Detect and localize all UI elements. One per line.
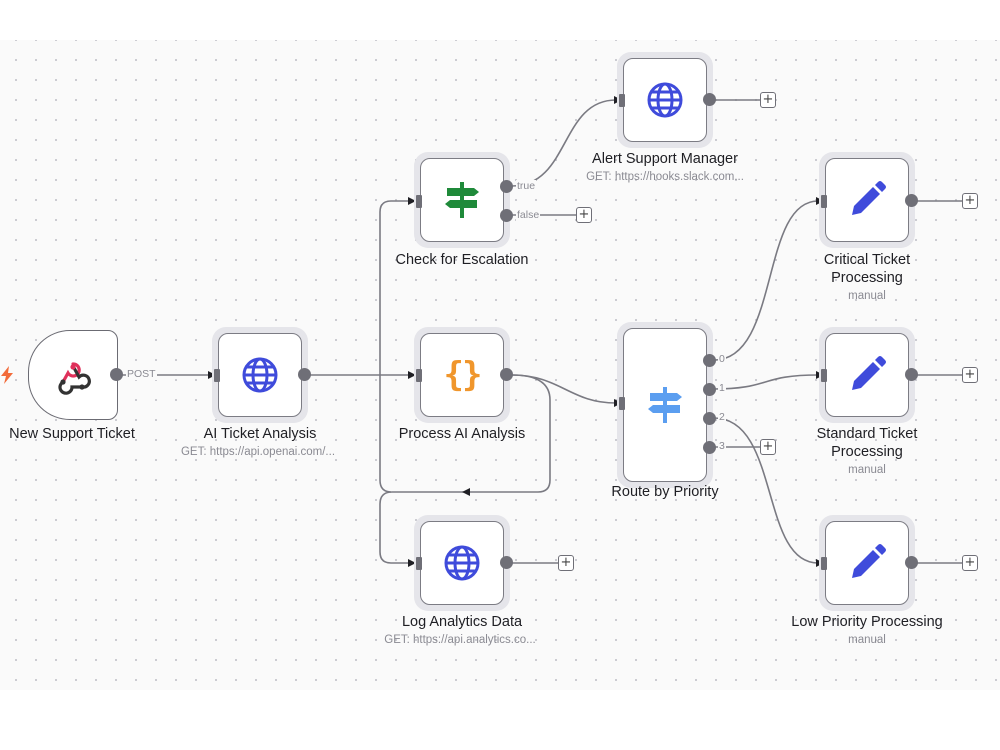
ai-analysis-output-port[interactable]	[298, 368, 311, 381]
check-output-true-port[interactable]	[500, 180, 513, 193]
node-alert-support-manager[interactable]	[617, 52, 713, 148]
node-label-check-for-escalation: Check for Escalation	[395, 252, 529, 268]
route-output-0-port[interactable]	[703, 354, 716, 367]
low-input-port[interactable]	[821, 557, 827, 570]
route-output-2-port[interactable]	[703, 412, 716, 425]
check-output-true-label: true	[516, 180, 537, 192]
node-new-support-ticket[interactable]	[22, 324, 124, 426]
node-sub-ai-ticket-analysis: GET: https://api.openai.com/...	[180, 446, 336, 458]
node-low-priority-processing[interactable]	[819, 515, 915, 611]
globe-icon	[647, 82, 683, 118]
edge-route-2-to-low	[713, 417, 819, 564]
trigger-output-label: POST	[126, 368, 157, 380]
node-sub-standard: manual	[848, 464, 886, 476]
pencil-icon	[852, 181, 886, 215]
node-label-alert-support-manager: Alert Support Manager	[592, 151, 738, 167]
node-sub-alert-support-manager: GET: https://hooks.slack.com...	[586, 171, 744, 183]
add-node-button[interactable]: +	[760, 92, 776, 108]
route-output-0-label: 0	[718, 353, 726, 365]
node-sub-log-analytics-data: GET: https://api.analytics.co...	[384, 634, 536, 646]
standard-output-port[interactable]	[905, 368, 918, 381]
trigger-output-port[interactable]	[110, 368, 123, 381]
route-output-3-label: 3	[718, 440, 726, 452]
add-node-button[interactable]: +	[760, 439, 776, 455]
log-output-port[interactable]	[500, 556, 513, 569]
node-label-low-priority-processing: Low Priority Processing	[791, 614, 943, 630]
route-output-2-label: 2	[718, 411, 726, 423]
node-ai-ticket-analysis[interactable]	[212, 327, 308, 423]
standard-input-port[interactable]	[821, 369, 827, 382]
alert-output-port[interactable]	[703, 93, 716, 106]
log-input-port[interactable]	[416, 557, 422, 570]
node-label-critical-line2: Processing	[831, 270, 903, 286]
critical-input-port[interactable]	[821, 195, 827, 208]
node-label-new-support-ticket: New Support Ticket	[9, 426, 135, 442]
node-label-route-by-priority: Route by Priority	[611, 484, 719, 500]
pencil-icon	[852, 544, 886, 578]
process-output-port[interactable]	[500, 368, 513, 381]
check-input-port[interactable]	[416, 195, 422, 208]
globe-icon	[444, 545, 480, 581]
add-node-button[interactable]: +	[558, 555, 574, 571]
node-check-for-escalation[interactable]	[414, 152, 510, 248]
node-label-critical-line1: Critical Ticket	[823, 252, 911, 268]
node-label-standard-line1: Standard Ticket	[816, 426, 918, 442]
add-node-button[interactable]: +	[962, 193, 978, 209]
node-standard-ticket-processing[interactable]	[819, 327, 915, 423]
process-input-port[interactable]	[416, 369, 422, 382]
pencil-icon	[852, 356, 886, 390]
arrowhead	[408, 371, 416, 379]
node-sub-low-priority: manual	[848, 634, 886, 646]
alert-input-port[interactable]	[619, 94, 625, 107]
arrowhead	[462, 488, 470, 496]
add-node-button[interactable]: +	[576, 207, 592, 223]
edge-loop	[379, 374, 551, 564]
arrowhead	[408, 197, 416, 205]
node-label-log-analytics-data: Log Analytics Data	[401, 614, 523, 630]
node-label-process-ai-analysis: Process AI Analysis	[398, 426, 526, 442]
edge-route-0-to-critical	[713, 200, 819, 361]
route-output-1-port[interactable]	[703, 383, 716, 396]
code-braces-icon: {}	[443, 355, 483, 395]
critical-output-port[interactable]	[905, 194, 918, 207]
node-log-analytics-data[interactable]	[414, 515, 510, 611]
edge-route-1-to-standard	[713, 374, 819, 390]
node-sub-critical: manual	[848, 290, 886, 302]
node-label-ai-ticket-analysis: AI Ticket Analysis	[203, 426, 317, 442]
check-output-false-port[interactable]	[500, 209, 513, 222]
edge-process-to-route	[511, 374, 617, 404]
route-output-3-port[interactable]	[703, 441, 716, 454]
check-output-false-label: false	[516, 209, 541, 221]
signpost-icon	[445, 182, 479, 218]
trigger-bolt-icon	[1, 366, 13, 384]
node-label-standard-line2: Processing	[831, 444, 903, 460]
node-process-ai-analysis[interactable]: {}	[414, 327, 510, 423]
route-output-1-label: 1	[718, 382, 726, 394]
node-critical-ticket-processing[interactable]	[819, 152, 915, 248]
signpost-icon	[648, 387, 682, 423]
arrowhead	[408, 559, 416, 567]
node-route-by-priority[interactable]	[617, 322, 713, 488]
route-input-port[interactable]	[619, 397, 625, 410]
add-node-button[interactable]: +	[962, 367, 978, 383]
add-node-button[interactable]: +	[962, 555, 978, 571]
webhook-icon	[58, 362, 91, 395]
edge-ai-to-check	[379, 200, 410, 375]
ai-analysis-input-port[interactable]	[214, 369, 220, 382]
globe-icon	[242, 357, 278, 393]
low-output-port[interactable]	[905, 556, 918, 569]
